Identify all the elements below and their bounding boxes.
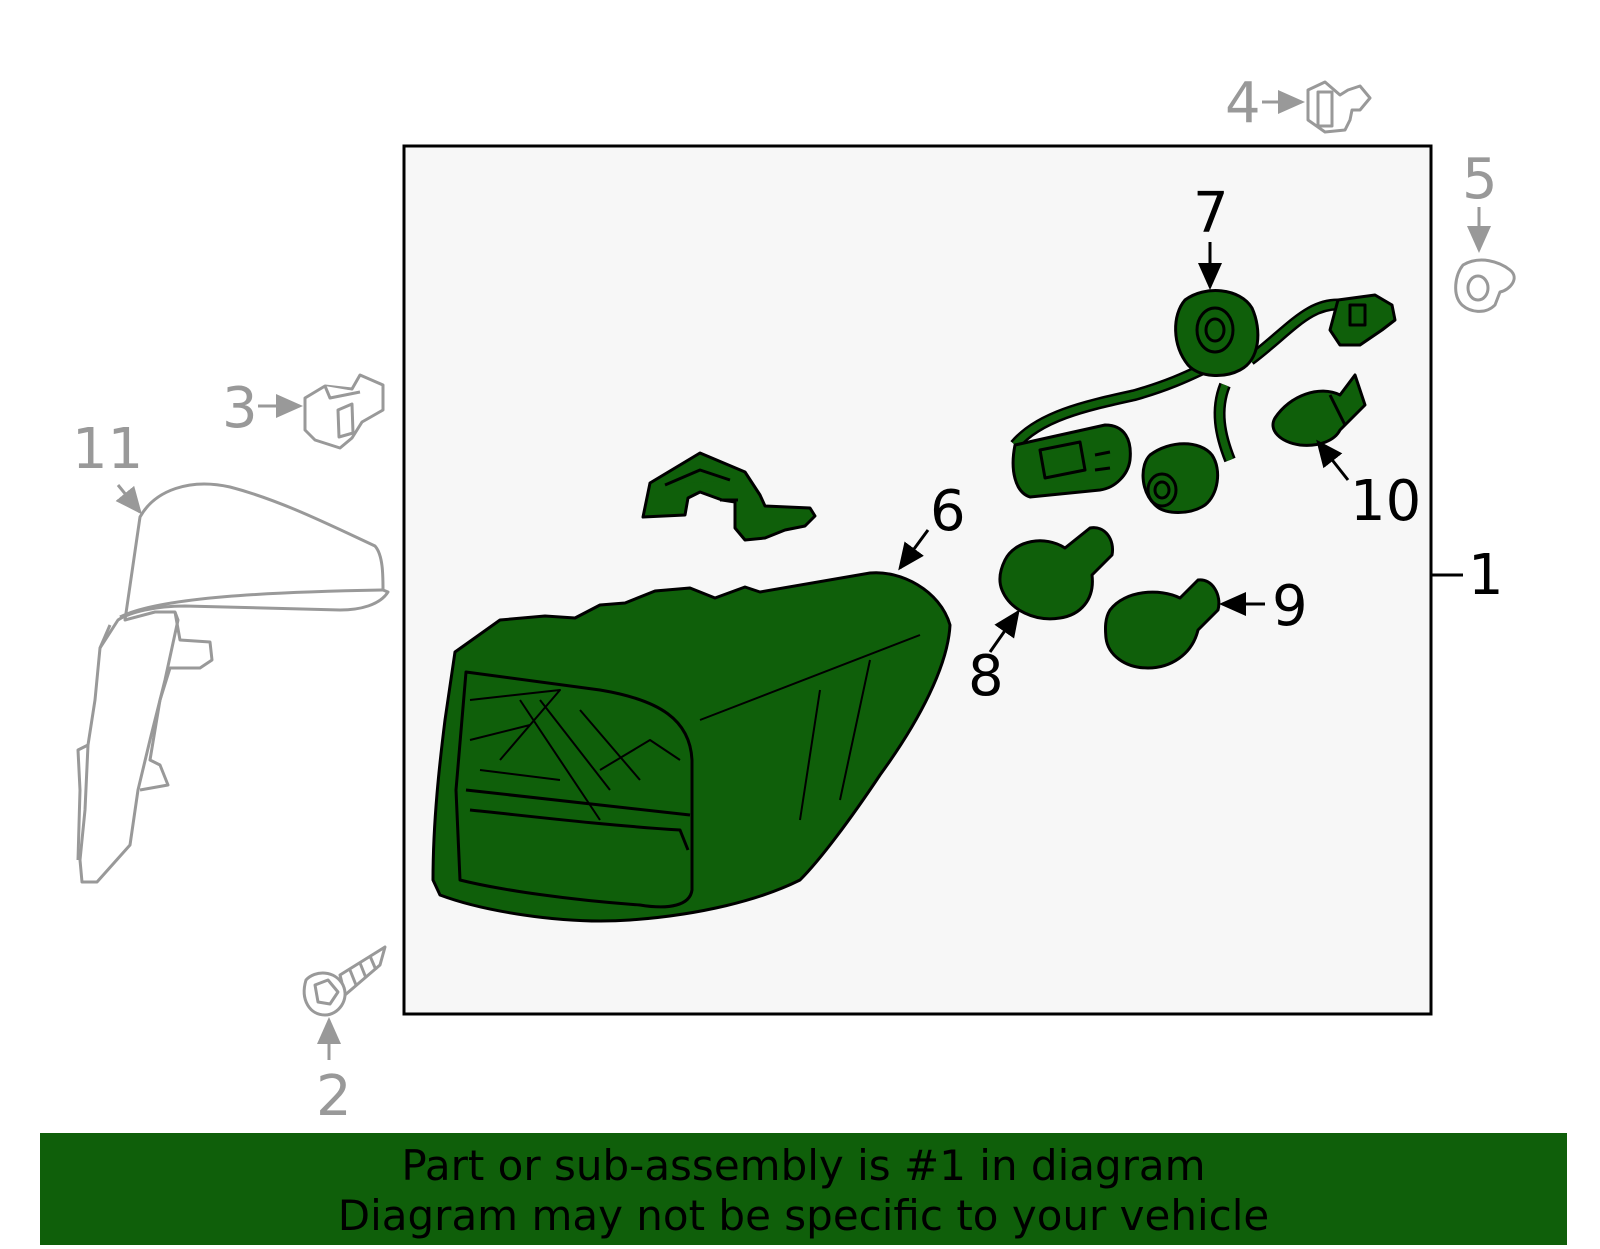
part-5-nut[interactable] [1454, 258, 1516, 313]
callout-6[interactable]: 6 [930, 479, 966, 544]
part-8-bulb[interactable] [998, 526, 1115, 621]
callout-8[interactable]: 8 [968, 644, 1004, 709]
part-11-housing[interactable] [76, 482, 390, 884]
callout-7[interactable]: 7 [1193, 181, 1229, 246]
callout-2[interactable]: 2 [316, 1064, 352, 1129]
callout-10-arrow [1316, 439, 1350, 481]
disclaimer-banner: Part or sub-assembly is #1 in diagram Di… [40, 1133, 1567, 1245]
callout-8-arrow [988, 609, 1020, 653]
banner-line-2: Diagram may not be specific to your vehi… [337, 1191, 1270, 1240]
banner-line-1: Part or sub-assembly is #1 in diagram [401, 1141, 1206, 1190]
callout-1[interactable]: 1 [1468, 543, 1504, 608]
part-9-bulb[interactable] [1104, 578, 1221, 670]
callout-11[interactable]: 11 [72, 417, 143, 482]
callout-4[interactable]: 4 [1225, 71, 1261, 136]
part-7-harness[interactable] [1010, 289, 1397, 514]
callout-6-arrow [898, 529, 930, 571]
callout-9[interactable]: 9 [1272, 574, 1308, 639]
part-2-screw[interactable] [302, 945, 387, 1017]
part-10-bulb[interactable] [1271, 373, 1367, 447]
callout-10[interactable]: 10 [1350, 469, 1421, 534]
callout-5[interactable]: 5 [1462, 147, 1498, 212]
callout-3[interactable]: 3 [222, 376, 258, 441]
part-6-tail-lamp[interactable] [431, 451, 952, 923]
part-4-fastener[interactable] [1306, 80, 1372, 134]
callout-11-arrow [115, 484, 142, 515]
part-3-clip[interactable] [303, 373, 385, 450]
